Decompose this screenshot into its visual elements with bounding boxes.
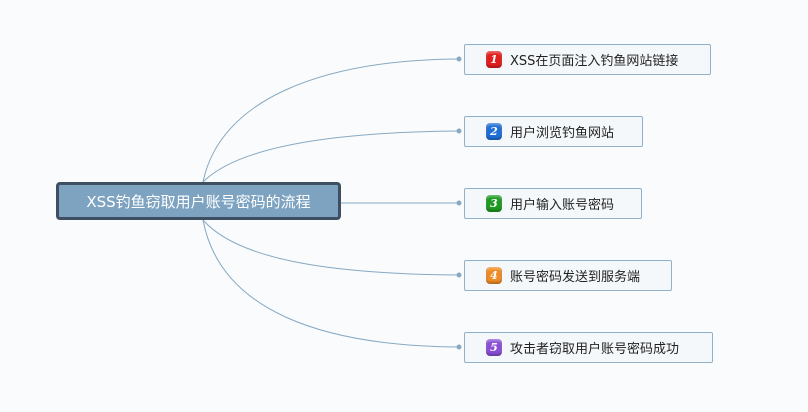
root-topic-label: XSS钓鱼窃取用户账号密码的流程 xyxy=(86,192,311,211)
connector-1 xyxy=(202,58,460,183)
step-label-3: 用户输入账号密码 xyxy=(510,198,615,213)
step-node-3[interactable]: 3 用户输入账号密码 xyxy=(464,188,642,219)
step-node-5[interactable]: 5 攻击者窃取用户账号密码成功 xyxy=(464,332,713,363)
connector-dot-3 xyxy=(456,200,462,206)
step-label-1: XSS在页面注入钓鱼网站链接 xyxy=(510,54,679,69)
step-number-badge-1: 1 xyxy=(486,51,502,68)
connector-2 xyxy=(202,130,460,183)
root-topic[interactable]: XSS钓鱼窃取用户账号密码的流程 xyxy=(56,182,341,220)
step-number-badge-4: 4 xyxy=(486,267,502,284)
step-node-2[interactable]: 2 用户浏览钓鱼网站 xyxy=(464,116,643,147)
step-number-badge-5: 5 xyxy=(486,339,502,356)
connector-4 xyxy=(202,219,460,276)
connector-dot-5 xyxy=(456,344,462,350)
step-node-1[interactable]: 1 XSS在页面注入钓鱼网站链接 xyxy=(464,44,711,75)
step-label-4: 账号密码发送到服务端 xyxy=(510,270,641,285)
connector-5 xyxy=(202,219,460,348)
step-number-badge-3: 3 xyxy=(486,195,502,212)
step-label-5: 攻击者窃取用户账号密码成功 xyxy=(510,342,680,357)
connector-dot-1 xyxy=(456,56,462,62)
step-node-4[interactable]: 4 账号密码发送到服务端 xyxy=(464,260,672,291)
connector-dot-2 xyxy=(456,128,462,134)
step-label-2: 用户浏览钓鱼网站 xyxy=(510,126,615,141)
step-number-badge-2: 2 xyxy=(486,123,502,140)
connector-dot-4 xyxy=(456,272,462,278)
